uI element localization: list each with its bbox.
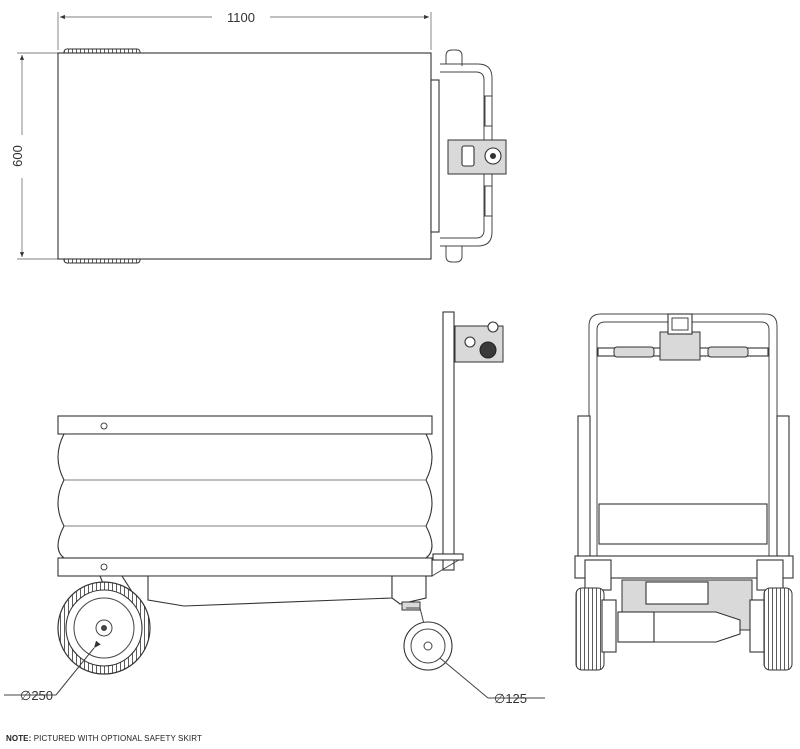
small-wheel	[403, 621, 453, 671]
front-right-wheel	[763, 587, 793, 671]
side-view: ∅250 ∅125	[4, 311, 545, 706]
big-wheel-label: ∅250	[20, 688, 53, 703]
small-wheel-label: ∅125	[494, 691, 527, 706]
front-base	[574, 555, 794, 579]
width-label: 600	[10, 145, 25, 167]
top-view: 1100 600	[10, 10, 507, 264]
note-prefix: NOTE:	[6, 734, 32, 743]
footnote: NOTE: PICTURED WITH OPTIONAL SAFETY SKIR…	[6, 734, 202, 743]
front-control-box	[659, 331, 701, 361]
handle-post	[442, 311, 455, 571]
base-frame	[57, 557, 433, 577]
platform-top	[57, 52, 432, 260]
underframe	[147, 575, 393, 607]
big-wheel	[57, 575, 151, 675]
width-dimension: 600	[10, 52, 60, 260]
side-platform	[57, 415, 433, 435]
length-label: 1100	[227, 10, 255, 25]
handle-top	[430, 49, 507, 263]
length-dimension: 1100	[57, 10, 432, 50]
front-view	[574, 313, 794, 671]
note-text: PICTURED WITH OPTIONAL SAFETY SKIRT	[31, 734, 202, 743]
front-left-wheel	[575, 587, 605, 671]
safety-skirt	[57, 433, 433, 559]
